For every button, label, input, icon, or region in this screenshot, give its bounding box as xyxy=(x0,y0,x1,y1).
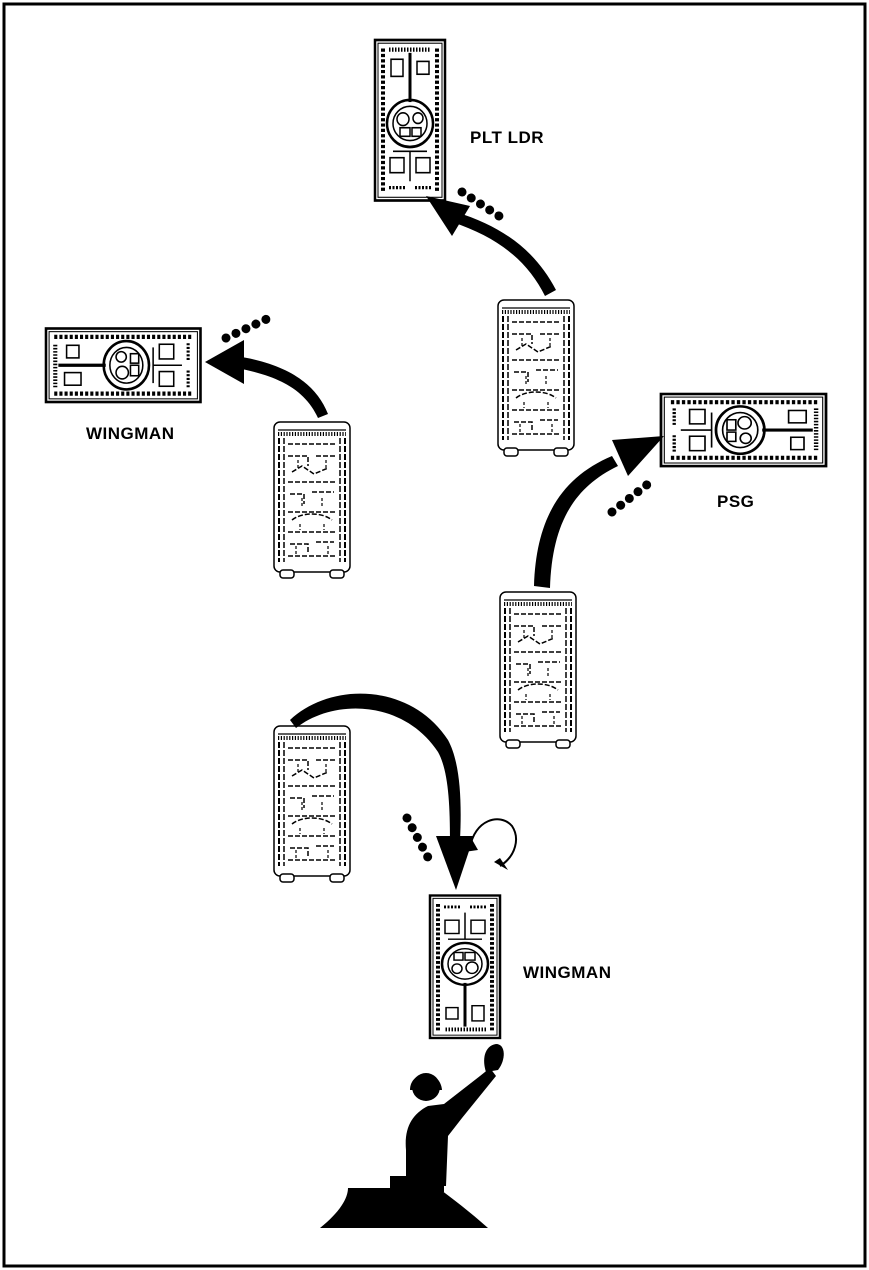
tank-plt-ldr xyxy=(375,40,445,201)
tank-moving-right xyxy=(498,590,578,750)
label-wingman-left: WINGMAN xyxy=(86,424,175,443)
label-psg: PSG xyxy=(717,492,755,511)
label-wingman-bottom: WINGMAN xyxy=(523,963,612,982)
tank-moving-left xyxy=(272,420,352,580)
arrow-to-wingman-left xyxy=(205,340,328,418)
tank-moving-top-right xyxy=(496,298,576,458)
dots-wingman-left xyxy=(220,313,272,344)
arrow-to-psg xyxy=(534,436,664,588)
tank-moving-bottom-left xyxy=(272,724,352,884)
arrow-to-plt-ldr xyxy=(426,196,556,296)
tank-wingman-bottom xyxy=(428,893,502,1040)
label-plt-ldr: PLT LDR xyxy=(470,128,545,147)
dots-psg xyxy=(605,478,653,519)
hand-signal-figure xyxy=(320,818,517,1228)
tank-wingman-left xyxy=(46,329,201,403)
tank-psg xyxy=(661,394,826,466)
dots-wingman-bottom xyxy=(400,811,434,863)
arrow-to-wingman-bottom xyxy=(290,693,474,890)
